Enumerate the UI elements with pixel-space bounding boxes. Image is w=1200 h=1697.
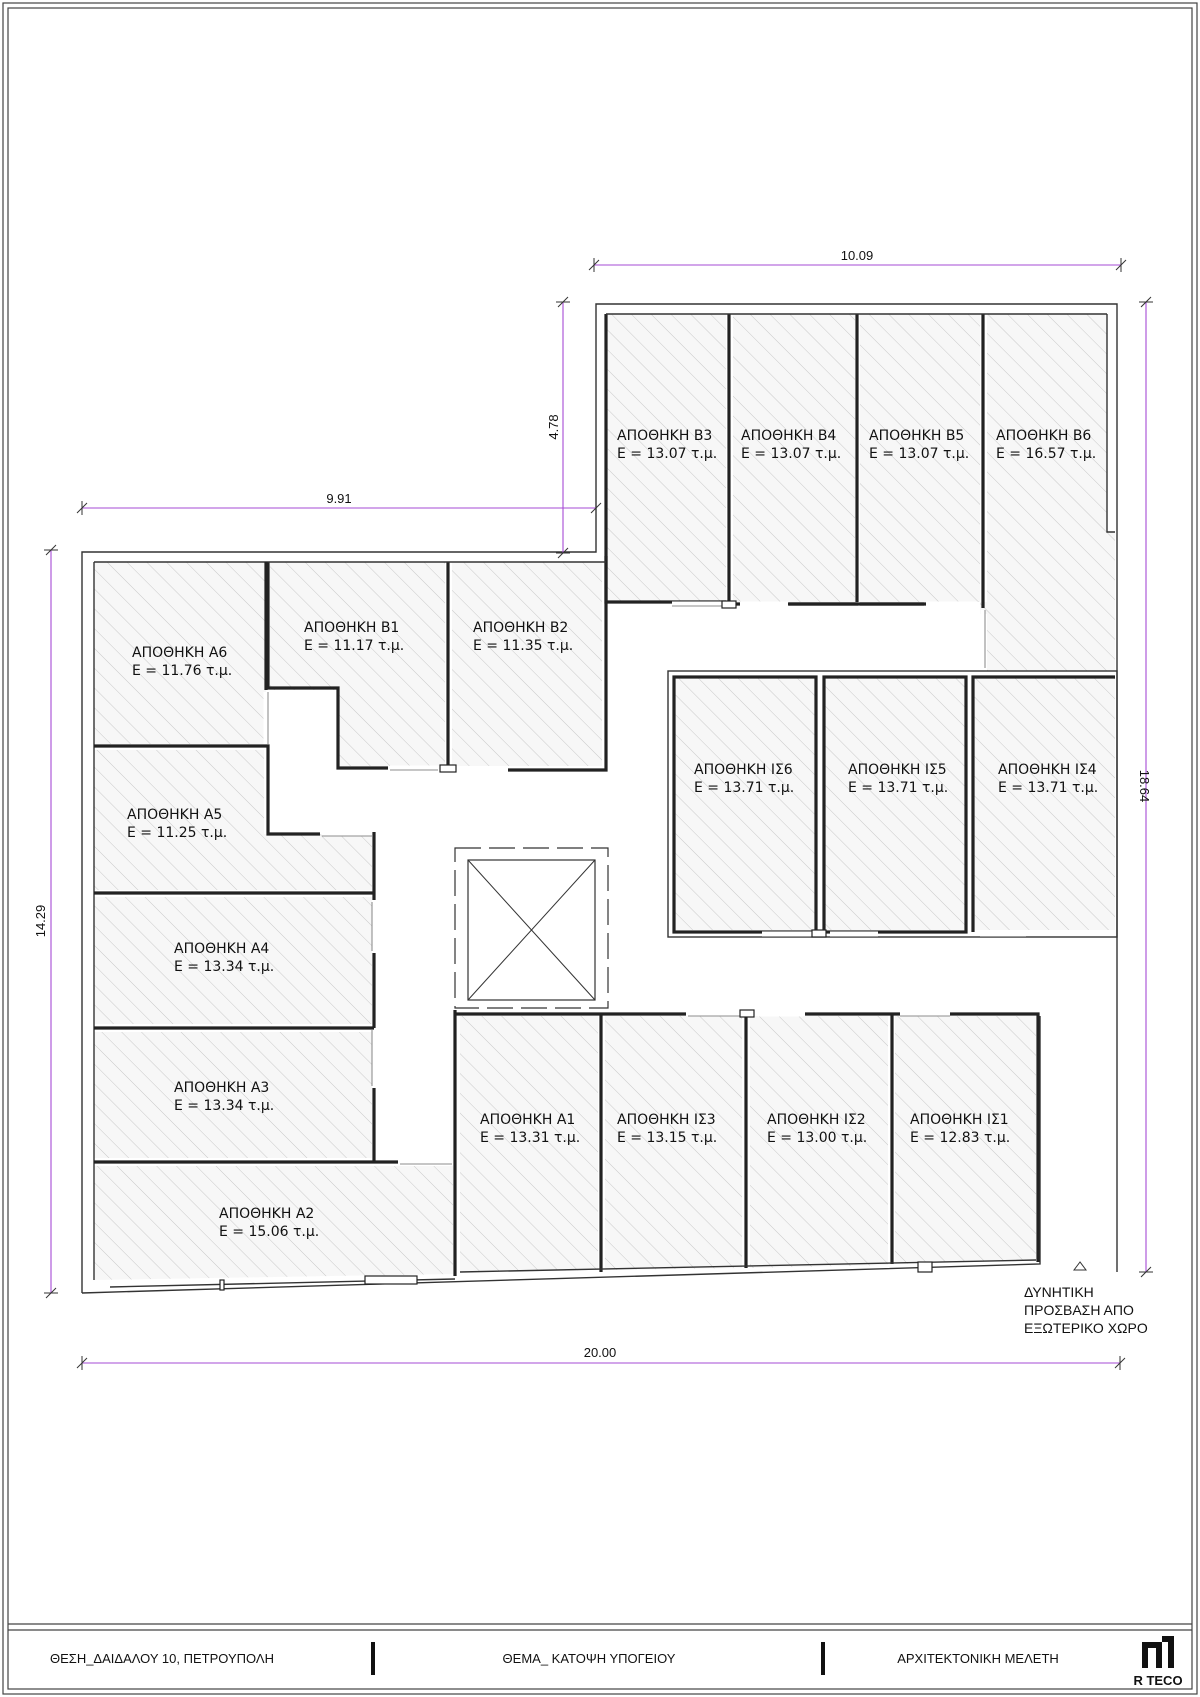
room-is1-area: Ε = 12.83 τ.μ. — [910, 1130, 1010, 1146]
room-is6-name: ΑΠΟΘΗΚΗ ΙΣ6 — [694, 762, 793, 778]
room-is3-name: ΑΠΟΘΗΚΗ ΙΣ3 — [617, 1112, 716, 1128]
walls — [81, 303, 1118, 1294]
room-a3-area: Ε = 13.34 τ.μ. — [174, 1098, 274, 1114]
room-b5-name: ΑΠΟΘΗΚΗ Β5 — [869, 428, 964, 444]
dim-top-left: 9.91 — [326, 491, 351, 506]
door-openings — [263, 601, 1026, 1165]
dim-right-height: 18.64 — [1137, 770, 1152, 803]
room-b6-name: ΑΠΟΘΗΚΗ Β6 — [996, 428, 1091, 444]
room-a4-name: ΑΠΟΘΗΚΗ Α4 — [174, 941, 269, 957]
title-block: ΘΕΣΗ_ΔΑΙΔΑΛΟΥ 10, ΠΕΤΡΟΥΠΟΛΗ ΘΕΜΑ_ ΚΑΤΟΨ… — [8, 1623, 1192, 1688]
column-markers — [219, 600, 933, 1291]
room-a2-area: Ε = 15.06 τ.μ. — [219, 1224, 319, 1240]
room-b3-area: Ε = 13.07 τ.μ. — [617, 446, 717, 462]
room-a1-area: Ε = 13.31 τ.μ. — [480, 1130, 580, 1146]
room-a5-area: Ε = 11.25 τ.μ. — [127, 825, 227, 841]
room-is3-area: Ε = 13.15 τ.μ. — [617, 1130, 717, 1146]
room-b3-name: ΑΠΟΘΗΚΗ Β3 — [617, 428, 712, 444]
room-is1-name: ΑΠΟΘΗΚΗ ΙΣ1 — [910, 1112, 1009, 1128]
logo-text: R TECO — [1133, 1673, 1182, 1688]
access-triangle-icon — [1073, 1261, 1087, 1271]
room-a2-name: ΑΠΟΘΗΚΗ Α2 — [219, 1206, 314, 1222]
door-thin-lines — [267, 605, 986, 1165]
access-note-line-2: ΠΡΟΣΒΑΣΗ ΑΠΟ — [1024, 1302, 1134, 1318]
room-is2-name: ΑΠΟΘΗΚΗ ΙΣ2 — [767, 1112, 866, 1128]
room-is5-area: Ε = 13.71 τ.μ. — [848, 780, 948, 796]
dim-top-right: 10.09 — [841, 248, 874, 263]
room-a3-name: ΑΠΟΘΗΚΗ Α3 — [174, 1080, 269, 1096]
room-is6-area: Ε = 13.71 τ.μ. — [694, 780, 794, 796]
room-hatching — [94, 314, 1115, 1280]
room-b6-area: Ε = 16.57 τ.μ. — [996, 446, 1096, 462]
title-block-study: ΑΡΧΙΤΕΚΤΟΝΙΚΗ ΜΕΛΕΤΗ — [897, 1651, 1059, 1666]
room-is2-area: Ε = 13.00 τ.μ. — [767, 1130, 867, 1146]
access-note-line-3: ΕΞΩΤΕΡΙΚΟ ΧΩΡΟ — [1024, 1320, 1148, 1336]
room-a1-name: ΑΠΟΘΗΚΗ Α1 — [480, 1112, 575, 1128]
room-b4-name: ΑΠΟΘΗΚΗ Β4 — [741, 428, 836, 444]
room-is4-name: ΑΠΟΘΗΚΗ ΙΣ4 — [998, 762, 1097, 778]
dim-left-height: 14.29 — [33, 905, 48, 938]
room-is5-name: ΑΠΟΘΗΚΗ ΙΣ5 — [848, 762, 947, 778]
dimension-lines: 10.09 9.91 4.78 14.29 18.64 20.00 — [33, 248, 1153, 1370]
room-b5-area: Ε = 13.07 τ.μ. — [869, 446, 969, 462]
room-b1-area: Ε = 11.17 τ.μ. — [304, 638, 404, 654]
room-b4-area: Ε = 13.07 τ.μ. — [741, 446, 841, 462]
room-a4-area: Ε = 13.34 τ.μ. — [174, 959, 274, 975]
r-teco-logo-icon — [1142, 1636, 1174, 1668]
dim-bottom-width: 20.00 — [584, 1345, 617, 1360]
room-a5-name: ΑΠΟΘΗΚΗ Α5 — [127, 807, 222, 823]
dim-step-height: 4.78 — [546, 414, 561, 439]
title-block-location: ΘΕΣΗ_ΔΑΙΔΑΛΟΥ 10, ΠΕΤΡΟΥΠΟΛΗ — [50, 1651, 274, 1666]
room-b1-name: ΑΠΟΘΗΚΗ Β1 — [304, 620, 399, 636]
inner-frame — [7, 7, 1193, 1690]
room-b2-name: ΑΠΟΘΗΚΗ Β2 — [473, 620, 568, 636]
access-note-line-1: ΔΥΝΗΤΙΚΗ — [1024, 1284, 1094, 1300]
access-note: ΔΥΝΗΤΙΚΗ ΠΡΟΣΒΑΣΗ ΑΠΟ ΕΞΩΤΕΡΙΚΟ ΧΩΡΟ — [1024, 1261, 1148, 1336]
room-labels: ΑΠΟΘΗΚΗ Β3 Ε = 13.07 τ.μ. ΑΠΟΘΗΚΗ Β4 Ε =… — [127, 428, 1098, 1240]
elevator-shaft — [454, 847, 609, 1009]
room-a6-area: Ε = 11.76 τ.μ. — [132, 663, 232, 679]
room-is4-area: Ε = 13.71 τ.μ. — [998, 780, 1098, 796]
title-block-subject: ΘΕΜΑ_ ΚΑΤΟΨΗ ΥΠΟΓΕΙΟΥ — [503, 1651, 676, 1666]
room-b2-area: Ε = 11.35 τ.μ. — [473, 638, 573, 654]
room-a6-name: ΑΠΟΘΗΚΗ Α6 — [132, 645, 227, 661]
